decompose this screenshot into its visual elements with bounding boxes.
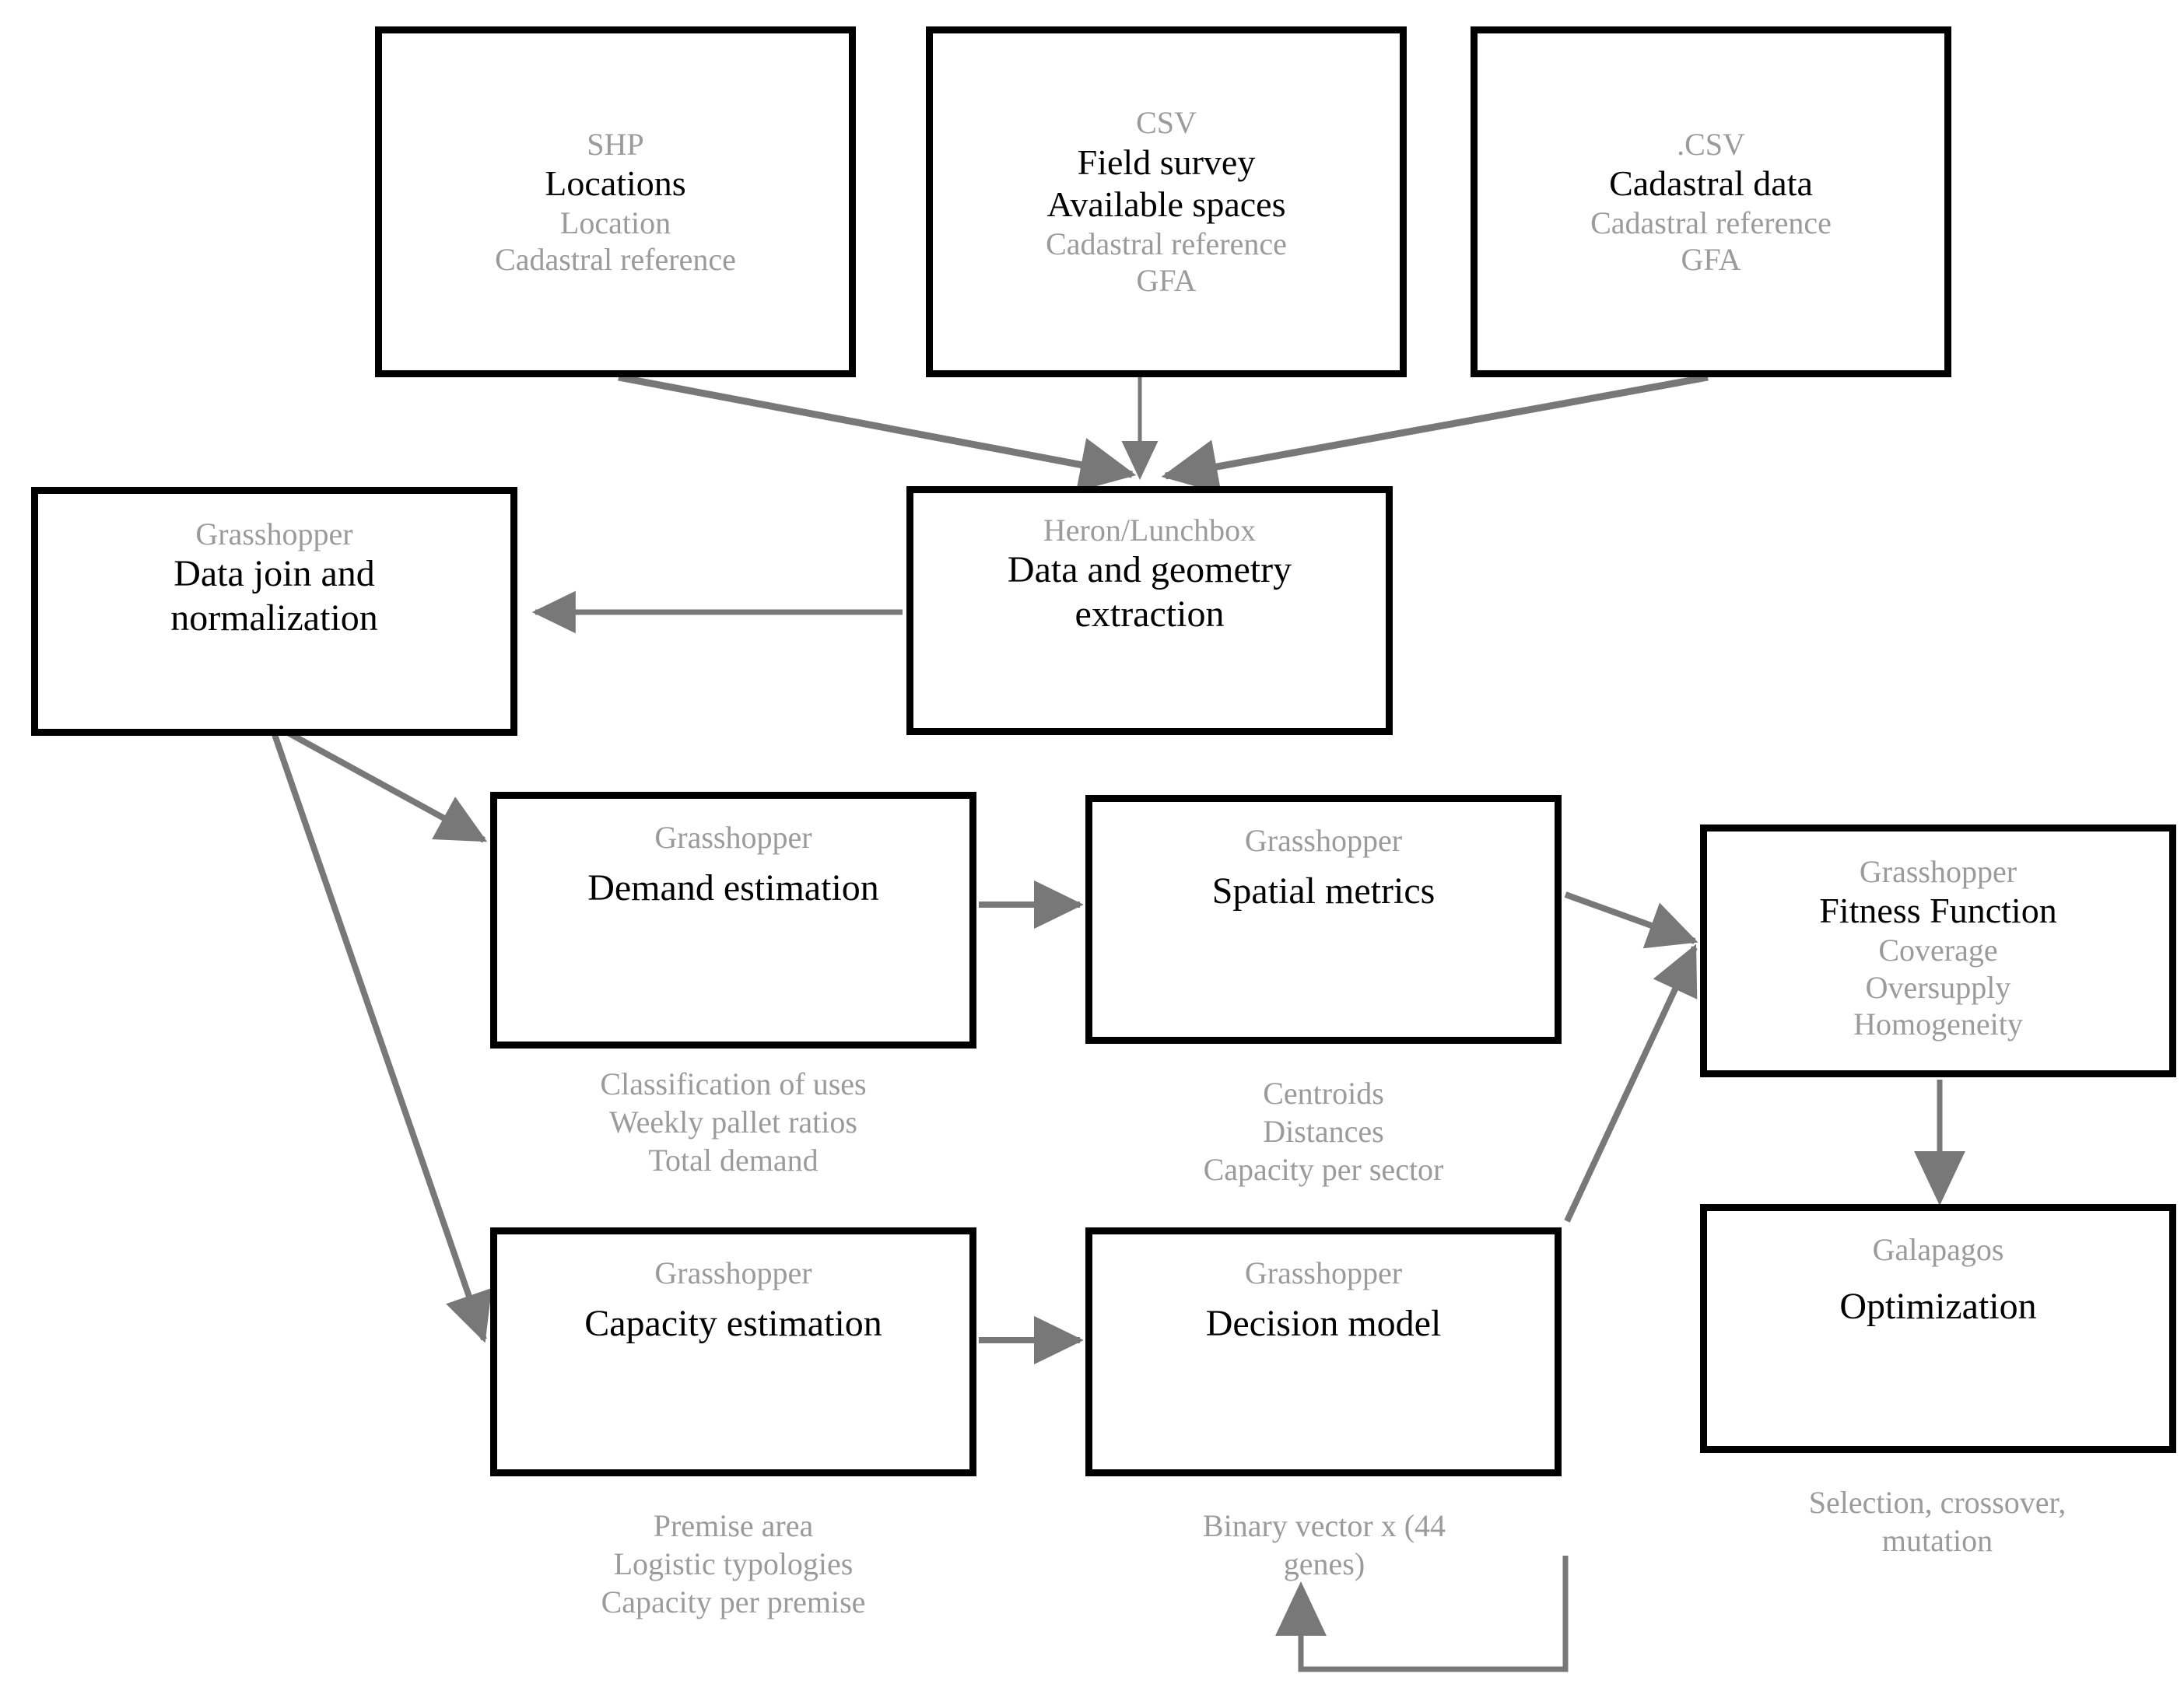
- node-fitness-function-tool: Grasshopper: [1859, 854, 2017, 889]
- caption-demand-estimation: Classification of uses Weekly pallet rat…: [490, 1066, 976, 1179]
- node-cadastral-data-title: Cadastral data: [1609, 163, 1813, 203]
- node-locations-title: Locations: [545, 163, 686, 203]
- node-extraction-title-line1: Data and geometry: [1007, 549, 1292, 591]
- edge-spatial-to-fitness: [1564, 891, 1698, 949]
- edge-cadastral-to-extraction: [1161, 373, 1709, 494]
- caption-decision-line-0: Binary vector x (44: [1202, 1508, 1446, 1543]
- edge-locations-to-extraction: [618, 373, 1137, 492]
- node-data-geometry-extraction[interactable]: Heron/Lunchbox Data and geometry extract…: [906, 486, 1393, 735]
- caption-optimization: Selection, crossover, mutation: [1735, 1484, 2140, 1560]
- node-data-join[interactable]: Grasshopper Data join and normalization: [31, 487, 517, 736]
- edge-data-join-to-demand: [269, 720, 488, 843]
- node-spatial-metrics-title: Spatial metrics: [1211, 870, 1436, 912]
- node-data-join-title-line1: Data join and: [174, 553, 375, 595]
- edge-decision-to-fitness: [1564, 944, 1698, 1223]
- caption-spatial-line-1: Distances: [1263, 1113, 1384, 1149]
- node-demand-estimation[interactable]: Grasshopper Demand estimation: [490, 792, 976, 1049]
- node-field-survey-attr-1: GFA: [1136, 263, 1197, 299]
- node-extraction-title-line2: extraction: [1074, 593, 1225, 635]
- node-fitness-function-attr-2: Homogeneity: [1853, 1006, 2023, 1042]
- node-fitness-function-title: Fitness Function: [1819, 891, 2057, 931]
- node-data-join-title-line2: normalization: [170, 597, 378, 639]
- caption-decision-line-1: genes): [1283, 1546, 1365, 1581]
- node-locations[interactable]: SHP Locations Location Cadastral referen…: [375, 26, 856, 377]
- node-capacity-estimation[interactable]: Grasshopper Capacity estimation: [490, 1227, 976, 1476]
- node-fitness-function-attr-0: Coverage: [1878, 933, 1998, 968]
- node-field-survey-tool: CSV: [1136, 105, 1197, 141]
- node-field-survey-attr-0: Cadastral reference: [1046, 226, 1287, 262]
- node-decision-model-title: Decision model: [1205, 1303, 1442, 1345]
- node-demand-estimation-tool: Grasshopper: [654, 820, 812, 855]
- node-spatial-metrics-tool: Grasshopper: [1244, 823, 1403, 858]
- node-field-survey[interactable]: CSV Field survey Available spaces Cadast…: [926, 26, 1407, 377]
- caption-capacity-line-2: Capacity per premise: [601, 1584, 866, 1619]
- node-field-survey-title-line2: Available spaces: [1046, 184, 1286, 224]
- node-data-join-tool: Grasshopper: [195, 516, 353, 551]
- caption-demand-line-0: Classification of uses: [600, 1066, 867, 1101]
- node-spatial-metrics[interactable]: Grasshopper Spatial metrics: [1085, 795, 1562, 1044]
- caption-spatial-line-0: Centroids: [1263, 1076, 1384, 1111]
- caption-capacity-estimation: Premise area Logistic typologies Capacit…: [490, 1507, 976, 1621]
- node-cadastral-data-tool: .CSV: [1677, 126, 1745, 162]
- edge-data-join-to-capacity: [268, 722, 493, 1343]
- node-decision-model[interactable]: Grasshopper Decision model: [1085, 1227, 1562, 1476]
- node-cadastral-data[interactable]: .CSV Cadastral data Cadastral reference …: [1471, 26, 1951, 377]
- node-fitness-function[interactable]: Grasshopper Fitness Function Coverage Ov…: [1700, 824, 2176, 1077]
- node-optimization-title: Optimization: [1839, 1286, 2037, 1328]
- node-locations-attr-1: Cadastral reference: [495, 242, 736, 278]
- node-field-survey-title-line1: Field survey: [1077, 142, 1256, 182]
- caption-spatial-line-2: Capacity per sector: [1203, 1151, 1444, 1187]
- caption-optimization-line-1: mutation: [1881, 1522, 1993, 1558]
- caption-capacity-line-1: Logistic typologies: [613, 1546, 854, 1581]
- node-fitness-function-attr-1: Oversupply: [1865, 969, 2011, 1005]
- node-optimization[interactable]: Galapagos Optimization: [1700, 1204, 2176, 1453]
- node-decision-model-tool: Grasshopper: [1244, 1255, 1403, 1290]
- node-locations-tool: SHP: [587, 126, 644, 162]
- node-capacity-estimation-title: Capacity estimation: [584, 1303, 882, 1345]
- caption-demand-line-1: Weekly pallet ratios: [609, 1104, 857, 1140]
- node-extraction-tool: Heron/Lunchbox: [1043, 513, 1257, 548]
- caption-decision-model: Binary vector x (44 genes): [1122, 1507, 1527, 1584]
- node-capacity-estimation-tool: Grasshopper: [654, 1255, 812, 1290]
- node-demand-estimation-title: Demand estimation: [587, 867, 879, 909]
- caption-demand-line-2: Total demand: [648, 1142, 819, 1178]
- node-cadastral-data-attr-0: Cadastral reference: [1590, 205, 1832, 241]
- node-cadastral-data-attr-1: GFA: [1681, 242, 1741, 278]
- caption-spatial-metrics: Centroids Distances Capacity per sector: [1085, 1075, 1562, 1189]
- caption-capacity-line-0: Premise area: [653, 1508, 814, 1543]
- node-optimization-tool: Galapagos: [1872, 1232, 2004, 1267]
- node-locations-attr-0: Location: [559, 205, 671, 241]
- caption-optimization-line-0: Selection, crossover,: [1808, 1485, 2067, 1520]
